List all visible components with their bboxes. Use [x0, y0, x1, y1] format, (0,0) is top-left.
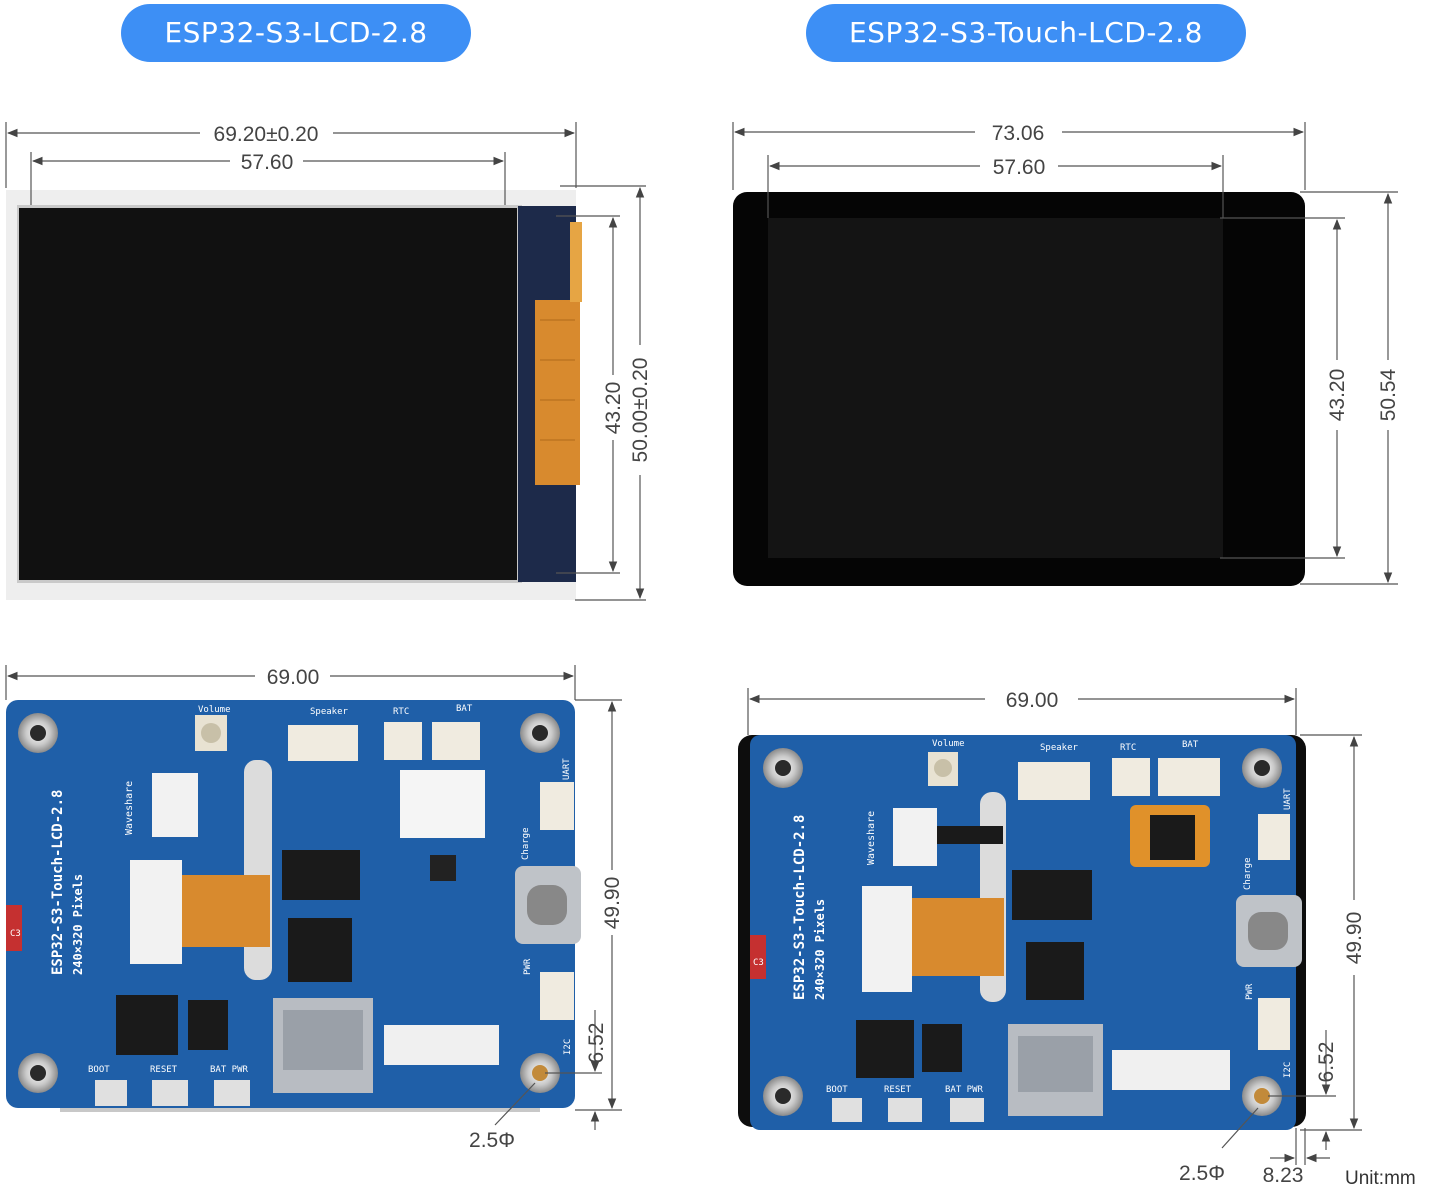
pcb-uart-label: UART [562, 758, 572, 780]
lcd-screen [19, 208, 517, 580]
title-pill-lcd: ESP32-S3-LCD-2.8 [121, 4, 471, 62]
touch-back-dimension-lines [747, 688, 1362, 1165]
touch-pcb-charge-label: Charge [1243, 857, 1253, 890]
lcd-back-dimension-lines [5, 665, 622, 1130]
pin-header [384, 1025, 499, 1065]
touch-pcb-i2c-label: I2C [1283, 1062, 1293, 1078]
dim-lcd-back-hole-dia: 2.5Φ [469, 1129, 515, 1152]
dim-touch-back-width: 69.00 [1006, 689, 1059, 712]
dim-lcd-back-hole-offset: 6.52 [585, 1023, 608, 1064]
pcb-bat-pwr-label: BAT PWR [210, 1065, 249, 1075]
pcb-charge-label: Charge [521, 827, 531, 860]
pcb-brand: Waveshare [124, 781, 135, 835]
title-pill-touch-lcd: ESP32-S3-Touch-LCD-2.8 [806, 4, 1246, 62]
i2c-connector [540, 972, 574, 1020]
touch-pcb-bat-pwr-label: BAT PWR [945, 1085, 984, 1095]
touch-pcb-board-name: ESP32-S3-Touch-LCD-2.8 [792, 815, 808, 1000]
dim-touch-back-hole-offset: 6.52 [1315, 1042, 1338, 1083]
dim-touch-back-hole-dia: 2.5Φ [1179, 1162, 1225, 1185]
dim-touch-front-width: 73.06 [992, 122, 1045, 145]
pcb-resolution: 240×320 Pixels [71, 874, 85, 975]
bat-pwr-button [214, 1080, 250, 1106]
speaker-connector [288, 725, 358, 761]
pcb-i2c-label: I2C [563, 1039, 573, 1055]
touch-pcb-rtc-label: RTC [1120, 743, 1136, 753]
flex-cable [182, 875, 270, 947]
touch-pcb-speaker-label: Speaker [1040, 743, 1079, 753]
pcb-pwr-label: PWR [523, 958, 533, 975]
touch-pcb-bat-label: BAT [1182, 740, 1199, 750]
boot-button [95, 1080, 127, 1106]
lcd-flex-cable [535, 300, 580, 485]
bat-connector [432, 722, 480, 760]
touch-front-dimension-lines [732, 122, 1398, 585]
dim-touch-back-height: 49.90 [1343, 912, 1366, 965]
mounting-holes [18, 713, 560, 1093]
dim-lcd-active-width: 57.60 [241, 151, 294, 174]
pcb-boot-label: BOOT [88, 1065, 110, 1075]
dim-touch-active-height: 43.20 [1326, 369, 1349, 422]
touch-pcb-brand: Waveshare [866, 811, 877, 865]
pcb-board-name: ESP32-S3-Touch-LCD-2.8 [50, 790, 66, 975]
dim-lcd-back-width: 69.00 [267, 666, 320, 689]
dim-lcd-back-height: 49.90 [601, 877, 624, 930]
pcb-bat-label: BAT [456, 704, 473, 714]
lcd-front-dimension-lines [5, 122, 646, 601]
touch-pcb-reset-label: RESET [884, 1085, 912, 1095]
pcb-c3-label: C3 [10, 929, 21, 939]
lcd-front-view [6, 190, 582, 600]
pcb-volume-label: Volume [198, 705, 231, 715]
touch-front-view [733, 192, 1305, 586]
rtc-connector [384, 722, 422, 760]
lcd-back-view: ESP32-S3-Touch-LCD-2.8 240×320 Pixels Wa… [6, 700, 581, 1112]
unit-label: Unit:mm [1345, 1168, 1416, 1189]
touch-back-view: ESP32-S3-Touch-LCD-2.8 240×320 Pixels Wa… [738, 735, 1306, 1130]
pcb-speaker-label: Speaker [310, 707, 349, 717]
touch-pcb-resolution: 240×320 Pixels [813, 899, 827, 1000]
touch-pcb-volume-label: Volume [932, 739, 965, 749]
touch-mounting-holes [763, 748, 1282, 1116]
reset-button [152, 1080, 188, 1106]
touch-pcb-uart-label: UART [1283, 788, 1293, 810]
dim-touch-back-edge-offset: 8.23 [1263, 1164, 1304, 1187]
dim-lcd-front-height: 50.00±0.20 [629, 358, 652, 463]
dim-lcd-front-width: 69.20±0.20 [214, 123, 319, 146]
dim-lcd-active-height: 43.20 [602, 382, 625, 435]
touch-active-area [768, 218, 1223, 558]
dim-touch-front-height: 50.54 [1377, 368, 1400, 421]
ffc-connector [130, 860, 182, 964]
pcb-rtc-label: RTC [393, 707, 409, 717]
touch-pcb-pwr-label: PWR [1245, 983, 1255, 1000]
touch-pcb-boot-label: BOOT [826, 1085, 848, 1095]
touch-pcb-c3-label: C3 [753, 958, 764, 968]
pcb-reset-label: RESET [150, 1065, 178, 1075]
dim-touch-active-width: 57.60 [993, 156, 1046, 179]
uart-connector [540, 782, 574, 830]
esp32-chip [116, 995, 178, 1055]
